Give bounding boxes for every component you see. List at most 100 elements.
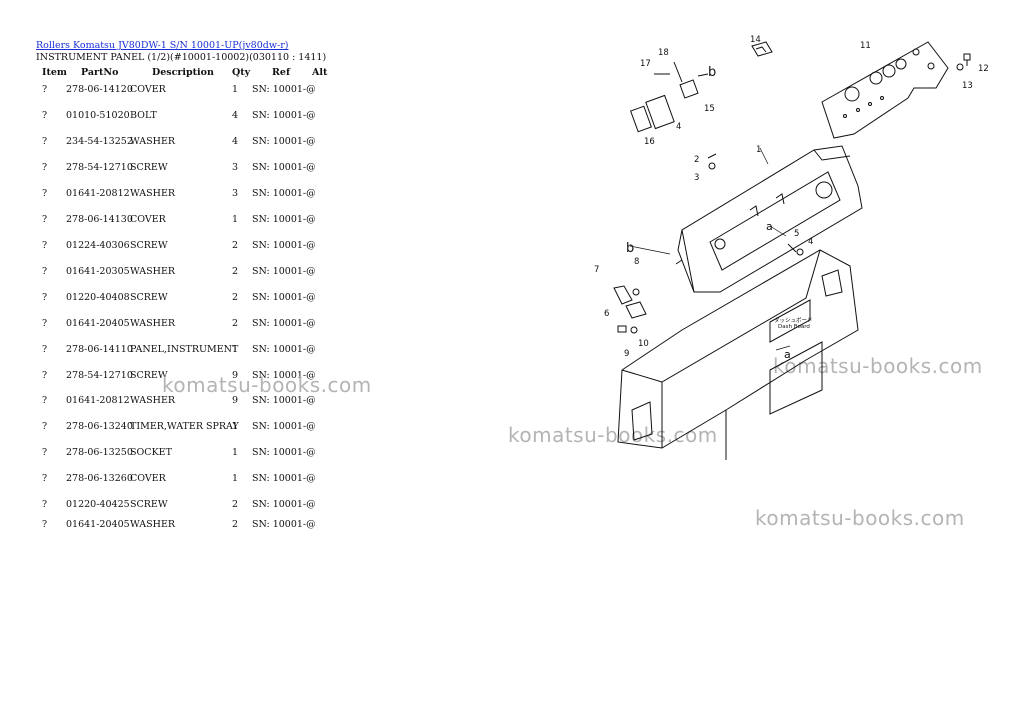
cell-ref: SN: 10001-@ — [252, 84, 316, 95]
cell-partno: 278-06-13240 — [66, 421, 133, 432]
cell-partno: 278-54-12710 — [66, 370, 133, 381]
col-description: Description — [152, 67, 214, 78]
callout-11: 11 — [860, 41, 871, 51]
cell-item: ? — [42, 110, 48, 121]
page-subtitle: INSTRUMENT PANEL (1/2)(#10001-10002)(030… — [36, 52, 327, 63]
cell-item: ? — [42, 519, 48, 530]
cell-item: ? — [42, 344, 48, 355]
cell-description: SCREW — [130, 240, 168, 251]
col-alt: Alt — [312, 67, 328, 78]
page-header: Rollers Komatsu JV80DW-1 S/N 10001-UP(jv… — [36, 40, 326, 64]
callout-17: 17 — [640, 59, 651, 69]
cell-description: WASHER — [130, 318, 176, 329]
cell-ref: SN: 10001-@ — [252, 344, 316, 355]
cell-description: SCREW — [130, 499, 168, 510]
cell-description: COVER — [130, 214, 166, 225]
cell-partno: 01224-40306 — [66, 240, 130, 251]
watermark: komatsu-books.com — [773, 354, 983, 378]
cell-description: SOCKET — [130, 447, 172, 458]
cell-qty: 9 — [232, 370, 239, 381]
cell-ref: SN: 10001-@ — [252, 370, 316, 381]
cell-item: ? — [42, 162, 48, 173]
dash-board-cabinet — [617, 249, 859, 460]
cell-ref: SN: 10001-@ — [252, 447, 316, 458]
cell-partno: 278-06-14120 — [66, 84, 133, 95]
cell-description: WASHER — [130, 519, 176, 530]
callout-b: b — [626, 241, 634, 256]
cell-description: SCREW — [130, 292, 168, 303]
col-partno: PartNo — [81, 67, 119, 78]
cell-ref: SN: 10001-@ — [252, 188, 316, 199]
cell-ref: SN: 10001-@ — [252, 214, 316, 225]
cell-qty: 2 — [232, 292, 239, 303]
cell-qty: 1 — [232, 421, 239, 432]
col-ref: Ref — [272, 67, 291, 78]
cell-description: WASHER — [130, 395, 176, 406]
dash-board-label-jp: ダッシュボード — [774, 316, 813, 324]
cell-partno: 278-06-14130 — [66, 214, 133, 225]
screw-washer-12-13 — [956, 53, 971, 71]
callout-6: 6 — [604, 309, 609, 319]
cell-ref: SN: 10001-@ — [252, 519, 316, 530]
watermark: komatsu-books.com — [162, 373, 372, 397]
cell-partno: 234-54-13252 — [66, 136, 133, 147]
cell-item: ? — [42, 370, 48, 381]
timer-socket-assembly — [630, 61, 709, 133]
cell-partno: 01641-20812 — [66, 395, 130, 406]
cell-ref: SN: 10001-@ — [252, 110, 316, 121]
cell-description: TIMER,WATER SPRAY — [130, 421, 239, 432]
cell-qty: 2 — [232, 240, 239, 251]
cell-qty: 1 — [232, 84, 239, 95]
callout-2: 2 — [694, 155, 699, 165]
breadcrumb-link[interactable]: Rollers Komatsu JV80DW-1 S/N 10001-UP(jv… — [36, 40, 289, 51]
cell-description: WASHER — [130, 266, 176, 277]
cell-partno: 01641-20812 — [66, 188, 130, 199]
cell-item: ? — [42, 499, 48, 510]
callout-15: 15 — [704, 104, 715, 114]
cell-description: SCREW — [130, 370, 168, 381]
cell-description: BOLT — [130, 110, 157, 121]
fasteners — [613, 153, 804, 334]
callout-1: 1 — [756, 145, 761, 155]
callout-5: 5 — [794, 229, 799, 239]
callout-18: 18 — [658, 48, 669, 58]
cell-ref: SN: 10001-@ — [252, 473, 316, 484]
cell-qty: 1 — [232, 214, 239, 225]
callout-4: 4 — [676, 122, 681, 132]
callout-b: b — [708, 65, 716, 80]
cell-qty: 4 — [232, 136, 239, 147]
callout-10: 10 — [638, 339, 649, 349]
col-qty: Qty — [232, 67, 251, 78]
cell-item: ? — [42, 188, 48, 199]
cell-qty: 4 — [232, 110, 239, 121]
callout-9: 9 — [624, 349, 629, 359]
callout-13: 13 — [962, 81, 973, 91]
cell-qty: 1 — [232, 344, 239, 355]
callout-a: a — [766, 220, 773, 233]
leader-lines — [629, 147, 791, 351]
cell-qty: 2 — [232, 499, 239, 510]
cell-ref: SN: 10001-@ — [252, 499, 316, 510]
cell-ref: SN: 10001-@ — [252, 292, 316, 303]
cell-partno: 01641-20405 — [66, 318, 130, 329]
dash-housing — [677, 145, 863, 293]
cell-item: ? — [42, 395, 48, 406]
cell-partno: 01641-20305 — [66, 266, 130, 277]
callout-a: a — [784, 348, 791, 361]
dash-board-label: Dash Board — [778, 324, 810, 330]
callout-4: 4 — [808, 237, 813, 247]
watermark: komatsu-books.com — [755, 506, 965, 530]
watermark: komatsu-books.com — [508, 423, 718, 447]
cell-partno: 01220-40408 — [66, 292, 130, 303]
cell-partno: 278-06-14110 — [66, 344, 133, 355]
cell-description: WASHER — [130, 188, 176, 199]
cell-item: ? — [42, 473, 48, 484]
col-item: Item — [42, 67, 67, 78]
cell-item: ? — [42, 318, 48, 329]
cell-ref: SN: 10001-@ — [252, 240, 316, 251]
cell-qty: 3 — [232, 188, 239, 199]
callout-12: 12 — [978, 64, 989, 74]
callout-14: 14 — [750, 35, 761, 45]
cell-description: SCREW — [130, 162, 168, 173]
cell-description: COVER — [130, 473, 166, 484]
